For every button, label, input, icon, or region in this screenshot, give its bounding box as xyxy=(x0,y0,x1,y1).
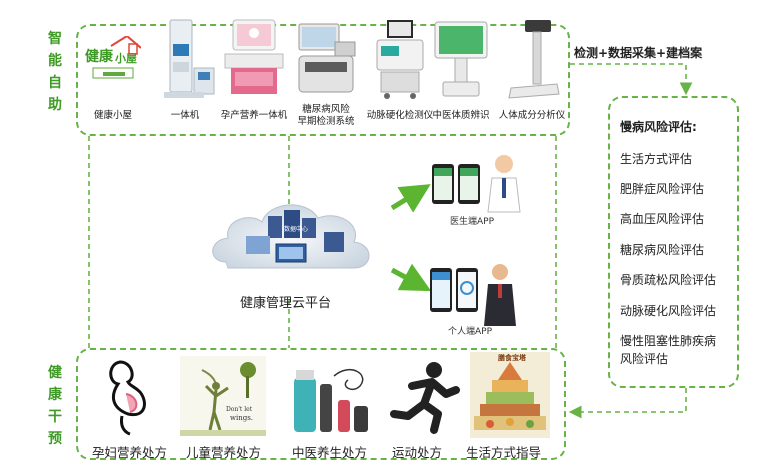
prescription-label: 儿童营养处方 xyxy=(186,445,262,460)
personal-phones-icon xyxy=(430,264,516,326)
health-house-logo-text-2: 小屋 xyxy=(115,52,137,65)
pregnant-woman-icon xyxy=(109,360,146,436)
body-composition-analyzer-icon xyxy=(508,20,560,99)
device-label-line2: 早期检测系统 xyxy=(297,116,355,127)
personal-app-label: 个人端APP xyxy=(448,327,493,337)
device-label: 孕产营养一体机 xyxy=(220,110,288,121)
risk-item: 动脉硬化风险评估 xyxy=(620,304,717,318)
prescription-tcm-image xyxy=(290,356,376,436)
risk-item: 生活方式评估 xyxy=(620,152,693,166)
device-label: 中医体质辨识 xyxy=(432,110,490,121)
device-label: 糖尿病风险 早期检测系统 xyxy=(297,104,354,128)
pyramid-title: 膳食宝塔 xyxy=(498,354,526,362)
label-char: 康 xyxy=(48,387,62,403)
risk-item: 慢性阻塞性肺疾病 xyxy=(620,334,717,348)
cloud-server-icon xyxy=(212,204,370,269)
child-text-line2: wings. xyxy=(230,414,254,422)
device-arteriosclerosis: 动脉硬化检测仪 xyxy=(362,18,438,121)
device-label-line1: 糖尿病风险 xyxy=(302,104,350,115)
risk-assessment-box xyxy=(608,96,739,388)
child-text-line1: Don't let xyxy=(226,406,253,413)
label-char: 能 xyxy=(48,53,62,69)
tcm-bottles-icon xyxy=(294,369,368,432)
label-char: 健 xyxy=(48,365,62,381)
runner-icon xyxy=(390,362,460,434)
risk-item: 糖尿病风险评估 xyxy=(620,243,705,257)
device-health-house: 健康 小屋 健康小屋 xyxy=(84,18,142,121)
health-intervention-label: 健 康 干 预 xyxy=(44,362,66,450)
health-house-logo: 健康 小屋 xyxy=(85,34,142,102)
prescription-label: 孕妇营养处方 xyxy=(92,445,168,460)
tcm-constitution-device-icon xyxy=(434,21,488,97)
risk-item: 肥胖症风险评估 xyxy=(620,182,705,196)
child-silhouette-icon xyxy=(180,356,266,436)
prescription-lifestyle-image: 膳食宝塔 xyxy=(470,352,550,438)
data-center-label: 数据中心 xyxy=(284,226,309,233)
all-in-one-machine-icon xyxy=(164,19,215,98)
device-tcm-constitution: 中医体质辨识 xyxy=(428,18,494,121)
label-char: 预 xyxy=(48,431,62,447)
prescription-exercise-image xyxy=(384,356,464,436)
device-diabetes-detection: 糖尿病风险 早期检测系统 xyxy=(290,18,362,127)
device-label: 动脉硬化检测仪 xyxy=(366,110,434,121)
risk-item: 风险评估 xyxy=(620,352,669,366)
device-maternal-nutrition: 孕产营养一体机 xyxy=(218,18,290,121)
device-label: 健康小屋 xyxy=(93,110,133,121)
house-icon xyxy=(92,34,142,79)
prescription-label: 生活方式指导 xyxy=(466,445,542,460)
device-label: 人体成分分析仪 xyxy=(498,110,566,121)
health-house-logo-text-1: 健康 xyxy=(85,49,113,65)
diabetes-detection-system-icon xyxy=(298,23,356,93)
risk-item: 高血压风险评估 xyxy=(620,212,705,226)
label-char: 自 xyxy=(48,75,62,91)
label-char: 助 xyxy=(48,97,62,113)
prescription-label: 运动处方 xyxy=(392,445,443,460)
doctor-app-label: 医生端APP xyxy=(450,217,495,227)
prescription-label: 中医养生处方 xyxy=(292,445,368,460)
maternal-nutrition-machine-icon xyxy=(224,19,284,94)
food-pyramid-icon xyxy=(470,352,550,438)
flow-label: 检测+数据采集+建档案 xyxy=(574,46,703,60)
device-all-in-one: 一体机 xyxy=(150,18,220,121)
device-label: 一体机 xyxy=(170,110,200,121)
doctor-app: 医生端APP xyxy=(430,150,530,227)
prescription-maternal-image xyxy=(90,356,176,436)
risk-item: 骨质疏松风险评估 xyxy=(620,273,717,287)
arteriosclerosis-detector-icon xyxy=(376,20,424,99)
doctor-phones-icon xyxy=(432,155,521,213)
smart-self-service-label: 智 能 自 助 xyxy=(44,28,66,116)
cloud-platform: 数据中心 xyxy=(206,188,376,288)
risk-panel-title: 慢病风险评估: xyxy=(620,120,697,134)
cloud-platform-label: 健康管理云平台 xyxy=(240,296,332,311)
prescription-child-image: Don't let wings. xyxy=(180,356,266,436)
personal-app: 个人端APP xyxy=(428,262,528,338)
label-char: 干 xyxy=(48,409,62,425)
label-char: 智 xyxy=(48,31,62,47)
device-body-composition: 人体成分分析仪 xyxy=(496,18,568,121)
intervention-box xyxy=(76,348,566,460)
